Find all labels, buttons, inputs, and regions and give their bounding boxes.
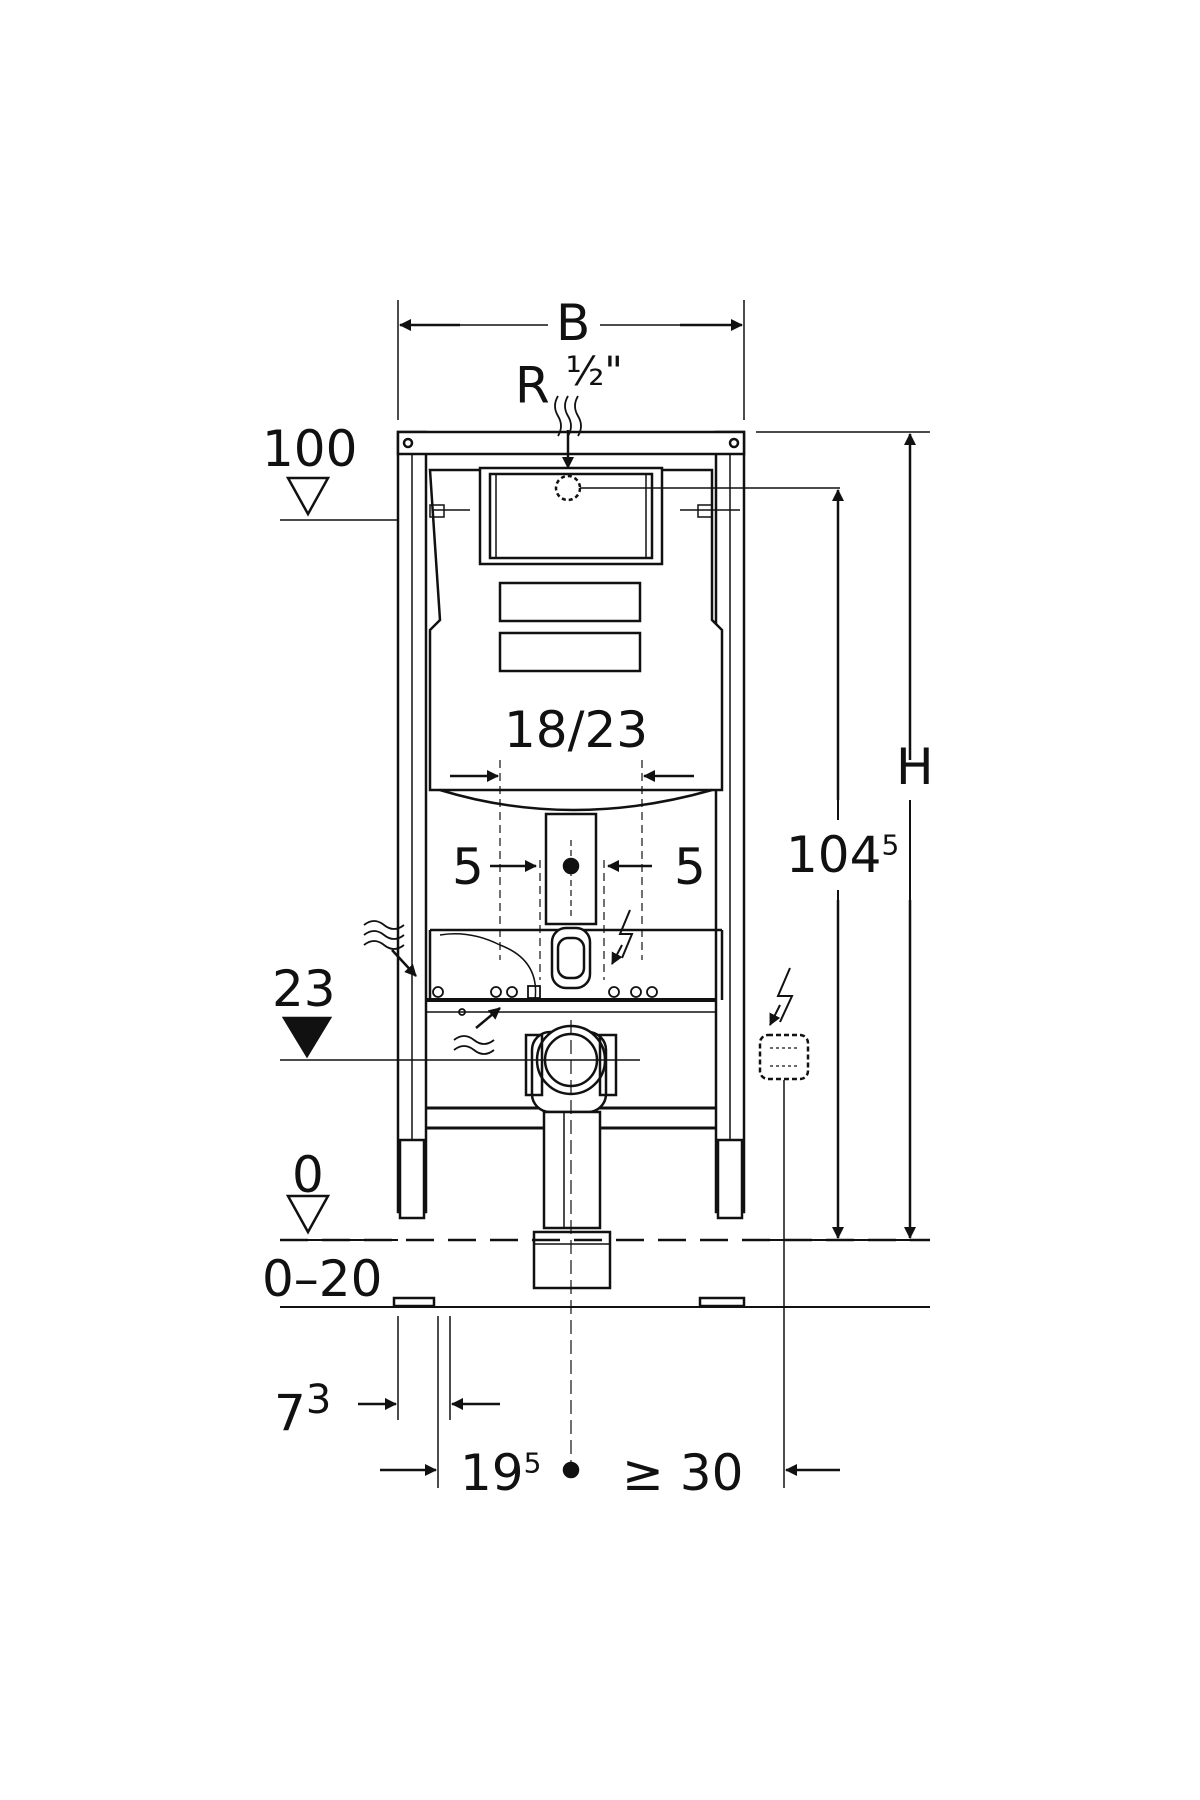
level-100-label: 100: [262, 420, 358, 478]
frame-right-upright: [698, 430, 746, 1308]
drain-pipe: [542, 1110, 602, 1230]
width-label: B: [556, 294, 591, 352]
bracket-range-label: 0–20: [262, 1250, 383, 1308]
fixing-holes: [432, 985, 658, 1016]
level-marker-icon-100: [285, 476, 331, 517]
clearance-label: ≥ 30: [622, 1444, 744, 1502]
electric-icon-inner: [618, 909, 634, 959]
pan-connector: [550, 926, 592, 990]
drain-outlet: [532, 1230, 612, 1290]
height-label: H: [896, 738, 934, 796]
water-icon-lower: [453, 1035, 495, 1055]
level-marker-icon-23: [281, 1016, 333, 1059]
height-value-sup: 5: [881, 828, 900, 862]
depth-sup: 5: [523, 1446, 542, 1480]
height-value-label: 1045: [786, 830, 899, 880]
frame-top-bar: [396, 430, 746, 456]
level-23-label: 23: [272, 960, 336, 1018]
frame-left-upright: [392, 430, 436, 1308]
left-offset-sup: 3: [305, 1377, 332, 1423]
level-0-label: 0: [292, 1146, 324, 1204]
level-marker-icon-0: [285, 1194, 331, 1235]
water-icon-left: [363, 920, 405, 950]
socket-icon: [758, 1033, 810, 1081]
electric-icon: [776, 967, 794, 1023]
thread-fraction: ½": [565, 349, 623, 395]
offset-left-label: 5: [452, 838, 484, 896]
left-offset-base: 7: [274, 1384, 306, 1443]
depth-label: 195: [460, 1448, 541, 1498]
cistern: [428, 466, 740, 812]
left-offset-label: 73: [274, 1380, 331, 1439]
height-value-base: 104: [786, 826, 882, 884]
water-supply-icon: [554, 395, 582, 437]
depth-base: 19: [460, 1444, 524, 1502]
thread-label: R ½": [515, 352, 623, 411]
spacing-label: 18/23: [504, 701, 649, 759]
thread-letter: R: [515, 356, 550, 415]
offset-right-label: 5: [674, 838, 706, 896]
